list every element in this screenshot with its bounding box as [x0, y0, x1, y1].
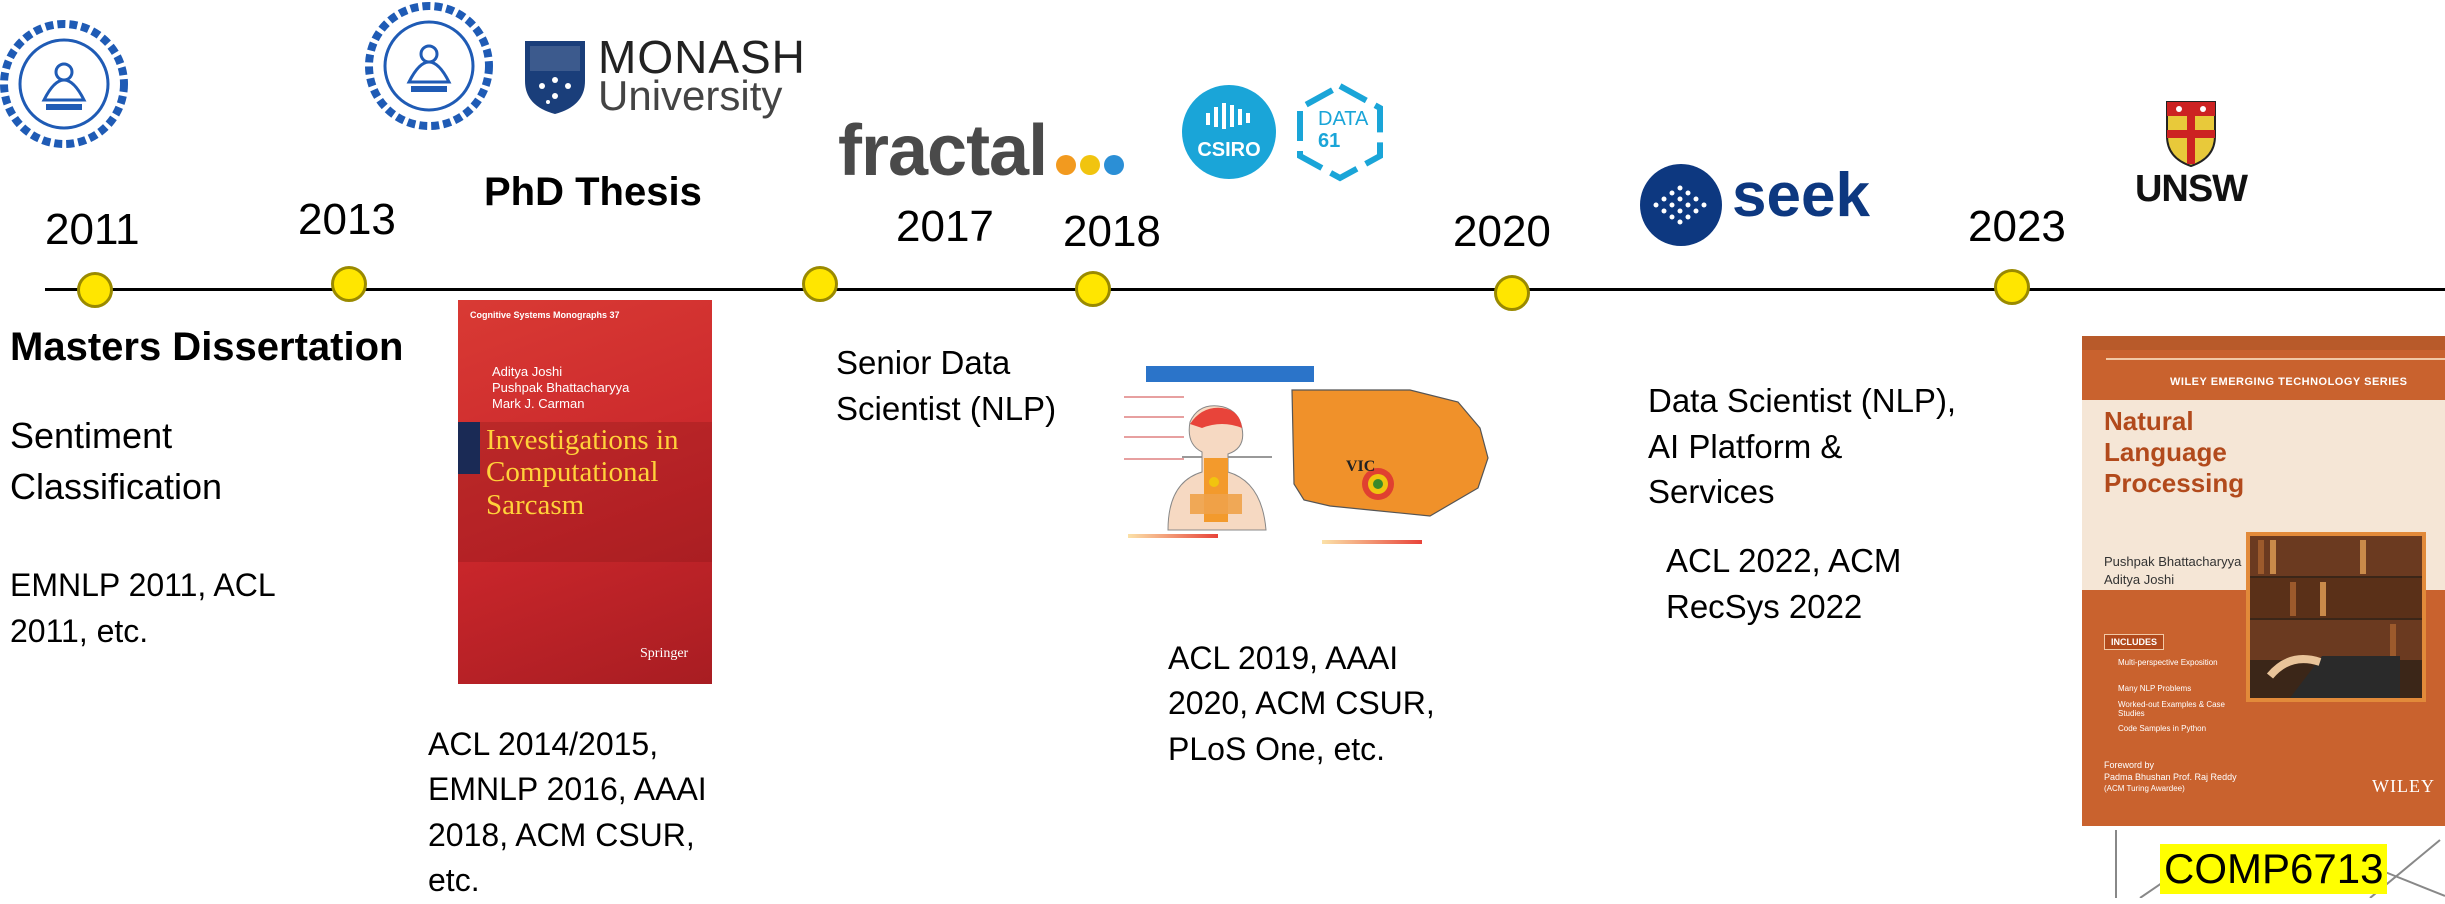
map-region-label: VIC	[1346, 458, 1376, 475]
nlp-book-foreword: Padma Bhushan Prof. Raj Reddy	[2104, 772, 2237, 782]
research-figure: VIC	[1122, 362, 1492, 562]
csiro-logo: CSIRO	[1182, 85, 1276, 179]
monash-logo: MONASH University	[520, 30, 805, 120]
fractal-logo: fractal	[838, 110, 1128, 191]
timeline-dot-2011	[77, 272, 113, 308]
seek-publications: ACL 2022, ACM RecSys 2022	[1666, 542, 1902, 625]
data61-logo: DATA 61	[1292, 82, 1388, 182]
timeline-dot-2016	[802, 266, 838, 302]
year-label: 2018	[1063, 207, 1161, 256]
timeline-dot-2013	[331, 266, 367, 302]
nlp-book-includes-label: INCLUDES	[2104, 634, 2165, 650]
fractal-wordmark: fractal	[838, 111, 1048, 191]
phd-thesis-heading: PhD Thesis	[484, 170, 702, 214]
data61-line2: 61	[1318, 130, 1341, 152]
nlp-book-include-item: Worked-out Examples & Case Studies	[2118, 700, 2226, 718]
fractal-role: Senior Data Scientist (NLP)	[836, 344, 1057, 428]
thesis-spine-marker	[458, 422, 480, 474]
nlp-book-title: Natural Language Processing	[2104, 406, 2245, 499]
nlp-book-foreword-label: Foreword by	[2104, 760, 2155, 770]
nlp-book-series: WILEY EMERGING TECHNOLOGY SERIES	[2170, 376, 2408, 388]
nlp-book-photo	[2246, 532, 2426, 702]
monash-wordmark-line2: University	[598, 72, 783, 119]
unsw-logo: UNSW	[2126, 98, 2256, 210]
masters-dissertation-heading: Masters Dissertation	[10, 325, 404, 369]
course-code-badge: COMP6713	[2160, 844, 2388, 894]
nlp-book-cover: WILEY EMERGING TECHNOLOGY SERIES Natural…	[2082, 336, 2445, 826]
year-label: 2020	[1453, 207, 1551, 256]
thesis-author: Mark J. Carman	[492, 396, 585, 411]
thesis-series: Cognitive Systems Monographs 37	[470, 310, 620, 320]
year-label: 2023	[1968, 202, 2066, 251]
nlp-book-publisher: WILEY	[2372, 776, 2435, 796]
data61-line1: DATA	[1318, 108, 1369, 130]
nlp-book-author: Aditya Joshi	[2104, 572, 2175, 587]
nlp-book-include-item: Code Samples in Python	[2118, 724, 2207, 733]
year-label: 2017	[896, 202, 994, 251]
monash-wordmark-line1: MONASH	[598, 31, 806, 83]
seek-role: Data Scientist (NLP), AI Platform & Serv…	[1648, 382, 1957, 511]
thesis-book-cover: Cognitive Systems Monographs 37 Aditya J…	[458, 300, 712, 684]
iitb-logo-2011	[0, 20, 128, 148]
nlp-book-include-item: Many NLP Problems	[2118, 684, 2192, 693]
year-label: 2011	[45, 205, 140, 254]
masters-topic: Sentiment Classification	[10, 415, 223, 508]
csiro-publications: ACL 2019, AAAI 2020, ACM CSUR, PLoS One,…	[1168, 640, 1435, 767]
seek-logo: seek	[1640, 160, 1870, 250]
masters-publications: EMNLP 2011, ACL 2011, etc.	[10, 567, 275, 650]
csiro-label: CSIRO	[1197, 139, 1261, 161]
iitb-logo-2013	[364, 2, 494, 130]
year-label: 2013	[298, 195, 396, 244]
phd-publications: ACL 2014/2015, EMNLP 2016, AAAI 2018, AC…	[428, 726, 707, 899]
thesis-publisher: Springer	[640, 646, 689, 661]
timeline-dot-2018	[1075, 271, 1111, 307]
thesis-author: Aditya Joshi	[492, 364, 563, 379]
thesis-author: Pushpak Bhattacharyya	[492, 380, 630, 395]
seek-wordmark: seek	[1732, 161, 1870, 230]
nlp-book-include-item: Multi-perspective Exposition	[2118, 658, 2218, 667]
timeline-dot-2023	[1994, 269, 2030, 305]
timeline-dot-2020	[1494, 275, 1530, 311]
thesis-title: Investigations in Computational Sarcasm	[486, 424, 679, 521]
timeline-axis	[45, 288, 2445, 291]
nlp-book-author: Pushpak Bhattacharyya	[2104, 554, 2242, 569]
nlp-book-foreword-note: (ACM Turing Awardee)	[2104, 784, 2185, 793]
unsw-wordmark: UNSW	[2134, 168, 2248, 210]
